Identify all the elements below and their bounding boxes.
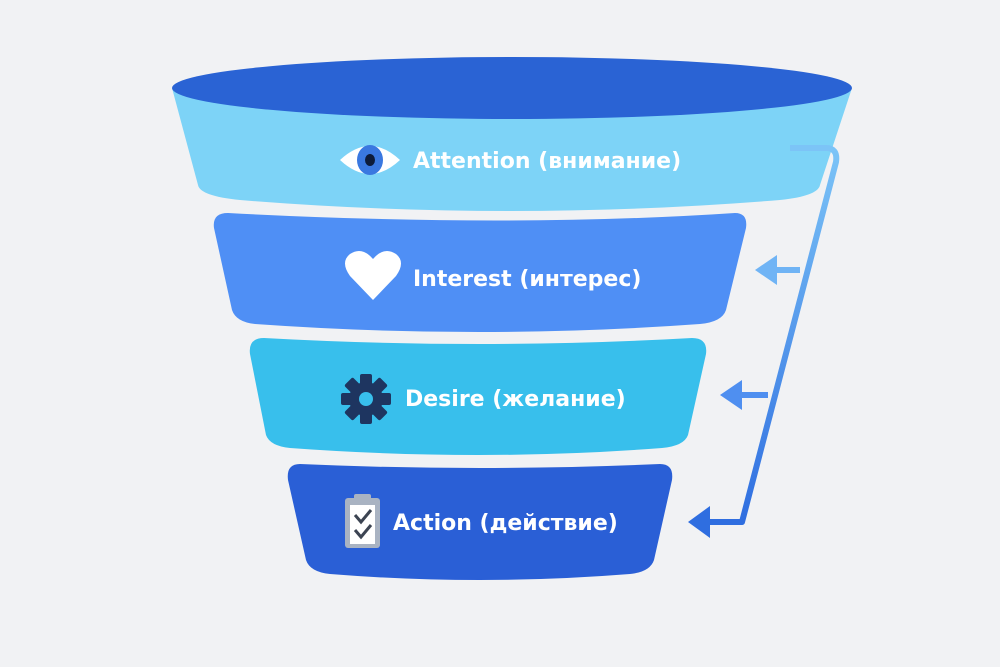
stage-attention: Attention (внимание) [172,57,852,211]
gear-icon [341,374,391,424]
stage-label: Attention (внимание) [413,149,681,174]
heart-icon [345,250,401,300]
stage-label: Action (действие) [393,511,618,536]
eye-icon [340,145,400,175]
stage-label: Interest (интерес) [413,267,641,292]
clipboard-check-icon [345,494,380,548]
funnel-rim [172,57,852,119]
stage-desire: Desire (желание) [249,338,707,455]
arrow-left-icon [755,255,777,285]
stage-label: Desire (желание) [405,387,626,412]
feedback-bracket [688,145,840,538]
stage-action: Action (действие) [287,464,673,580]
arrow-left-icon [688,506,710,538]
arrow-left-icon [720,380,742,410]
stage-interest: Interest (интерес) [213,213,747,332]
